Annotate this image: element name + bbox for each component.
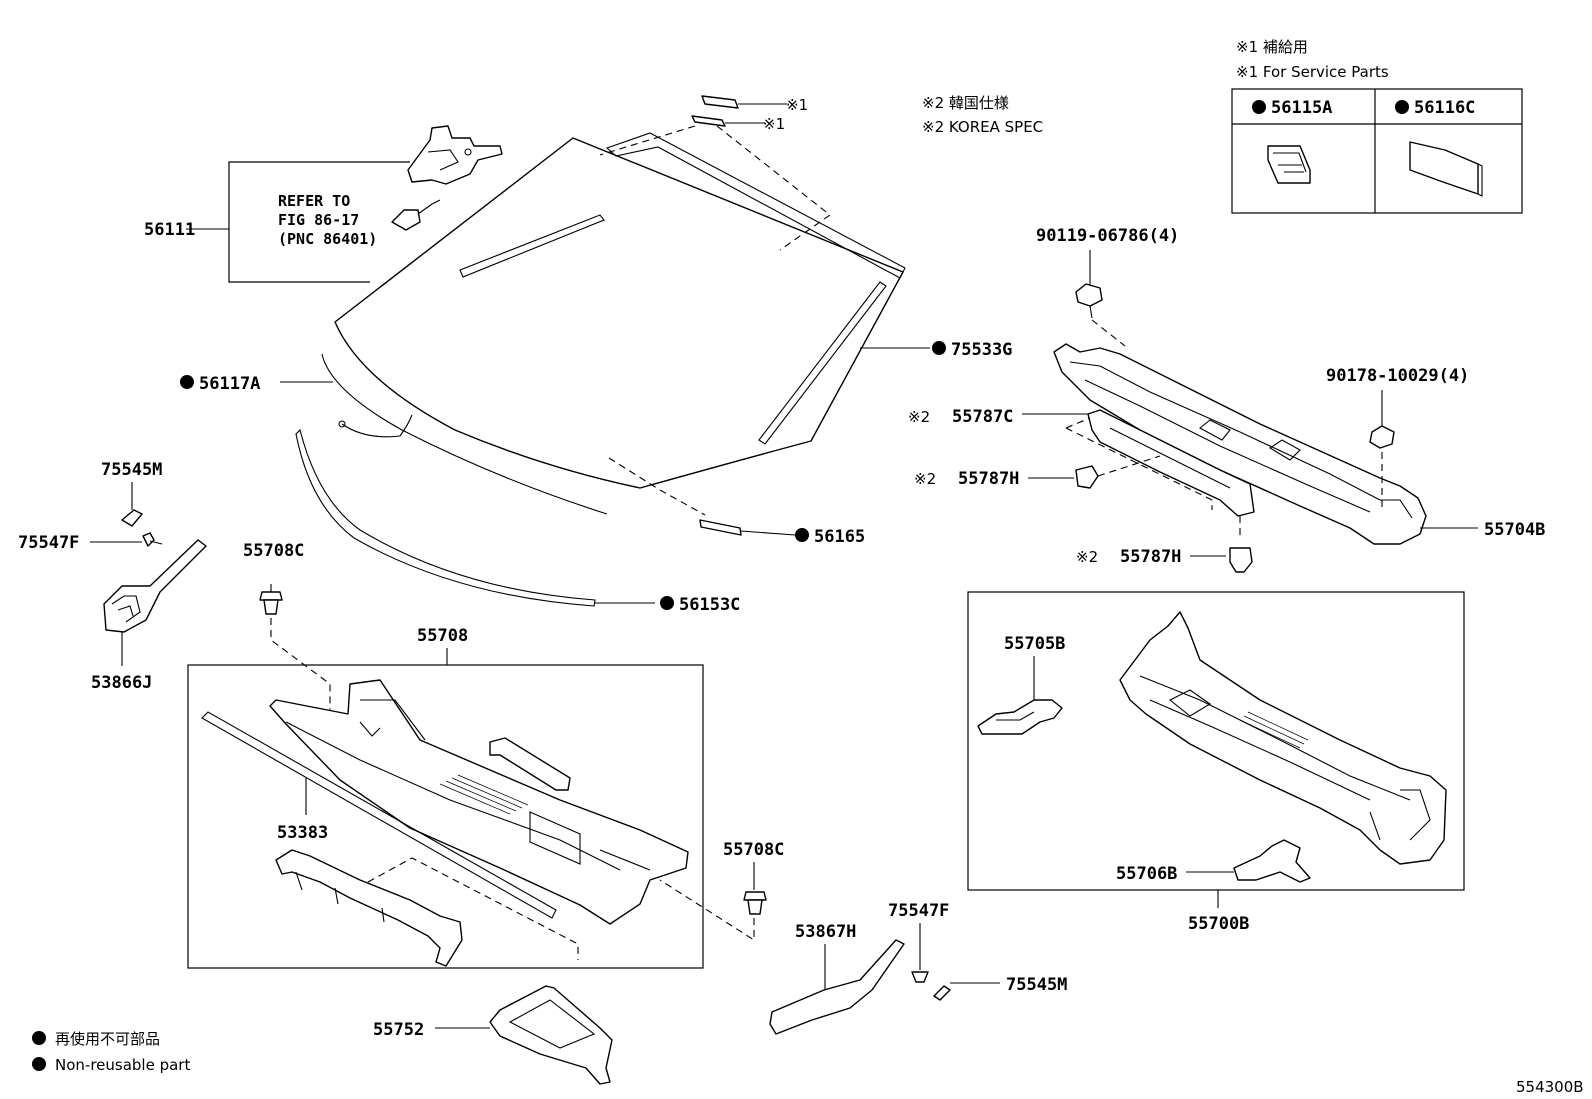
clip-55787H-a <box>1075 465 1099 489</box>
part-label-55708C-left[interactable]: 55708C <box>243 541 304 561</box>
korea-mark-55787H-a: ※2 <box>914 470 936 488</box>
service-parts-note-en: ※1 For Service Parts <box>1236 63 1389 81</box>
service-parts-note-jp: ※1 補給用 <box>1236 38 1308 56</box>
part-label-75547F-right[interactable]: 75547F <box>888 901 949 921</box>
seal-53383 <box>201 711 557 919</box>
cover-53866J <box>103 539 207 633</box>
korea-spec-note-jp: ※2 韓国仕様 <box>922 94 1009 112</box>
part-label-55787C[interactable]: 55787C <box>952 407 1013 427</box>
part-label-75547F-left[interactable]: 75547F <box>18 533 79 553</box>
refer-box-56111: REFER TO FIG 86-17 (PNC 86401) 56111 <box>144 125 503 283</box>
korea-mark-55787H-b: ※2 <box>1076 548 1098 566</box>
pin-75547F-left <box>142 532 155 547</box>
part-label-53866J[interactable]: 53866J <box>91 673 152 693</box>
part-label-55787H-b[interactable]: 55787H <box>1120 547 1181 567</box>
service-part-56116C[interactable]: 56116C <box>1414 98 1475 118</box>
dam-56117A <box>321 353 608 515</box>
part-label-90178[interactable]: 90178-10029(4) <box>1326 366 1469 386</box>
part-label-75533G[interactable]: 75533G <box>951 340 1012 360</box>
cowl-panel-55708 <box>269 679 689 925</box>
part-label-56153C[interactable]: 56153C <box>679 595 740 615</box>
part-label-90119[interactable]: 90119-06786(4) <box>1036 226 1179 246</box>
part-label-56111[interactable]: 56111 <box>144 220 195 240</box>
part-label-55708[interactable]: 55708 <box>417 626 468 646</box>
mirror-bracket-icon <box>407 125 503 185</box>
part-label-75545M-right[interactable]: 75545M <box>1006 975 1067 995</box>
cowl-assembly-55700B <box>1119 611 1447 865</box>
bracket-55706B <box>1233 839 1311 883</box>
bracket-upper-icon <box>489 737 571 791</box>
part-label-55787H-a[interactable]: 55787H <box>958 469 1019 489</box>
lower-moulding-56153C <box>295 428 596 607</box>
refer-line-1: REFER TO <box>278 192 350 210</box>
korea-spec-note-en: ※2 KOREA SPEC <box>922 118 1043 136</box>
part-label-55704B[interactable]: 55704B <box>1484 520 1545 540</box>
lower-bracket <box>275 849 463 967</box>
clip-75545M-left <box>121 509 143 527</box>
part-label-53867H[interactable]: 53867H <box>795 922 856 942</box>
part-label-55706B[interactable]: 55706B <box>1116 864 1177 884</box>
sensor-icon <box>391 209 421 231</box>
clip-75545M-right <box>933 985 951 1001</box>
part-label-53383[interactable]: 53383 <box>277 823 328 843</box>
part-label-55705B[interactable]: 55705B <box>1004 634 1065 654</box>
pin-75547F-right <box>911 971 929 983</box>
part-label-55708C-right[interactable]: 55708C <box>723 840 784 860</box>
duct-55752 <box>489 985 613 1085</box>
service-mark-1a: ※1 <box>786 96 808 114</box>
service-mark-1b: ※1 <box>763 115 785 133</box>
legend-nonreusable-jp: 再使用不可部品 <box>55 1030 160 1048</box>
part-label-56165[interactable]: 56165 <box>814 527 865 547</box>
assembly-box-55708 <box>187 664 704 969</box>
cowl-seal-55787C <box>1087 409 1255 517</box>
part-label-56117A[interactable]: 56117A <box>199 374 260 394</box>
cover-53867H <box>769 939 905 1035</box>
refer-line-2: FIG 86-17 <box>278 211 359 229</box>
legend-nonreusable-en: Non-reusable part <box>55 1056 190 1074</box>
clip-55708C-left <box>259 584 283 615</box>
service-part-56115A[interactable]: 56115A <box>1271 98 1332 118</box>
bolt-90119 <box>1075 283 1103 319</box>
bracket-55705B <box>977 699 1063 735</box>
service-parts-table: 56115A 56116C <box>1231 88 1523 214</box>
windshield-glass: ※1 ※1 <box>334 95 906 516</box>
refer-line-3: (PNC 86401) <box>278 230 377 248</box>
figure-id: 554300B <box>1516 1078 1584 1096</box>
assembly-box-55700B <box>967 591 1465 891</box>
clip-55787H-b <box>1229 547 1253 573</box>
part-label-55752[interactable]: 55752 <box>373 1020 424 1040</box>
part-label-55700B[interactable]: 55700B <box>1188 914 1249 934</box>
nut-90178 <box>1369 425 1395 449</box>
pad-56116C-icon <box>1409 141 1483 197</box>
clip-55708C-right <box>743 891 767 915</box>
korea-mark-55787C: ※2 <box>908 408 930 426</box>
clip-56115A-icon <box>1267 145 1311 184</box>
part-label-75545M-top[interactable]: 75545M <box>101 460 162 480</box>
